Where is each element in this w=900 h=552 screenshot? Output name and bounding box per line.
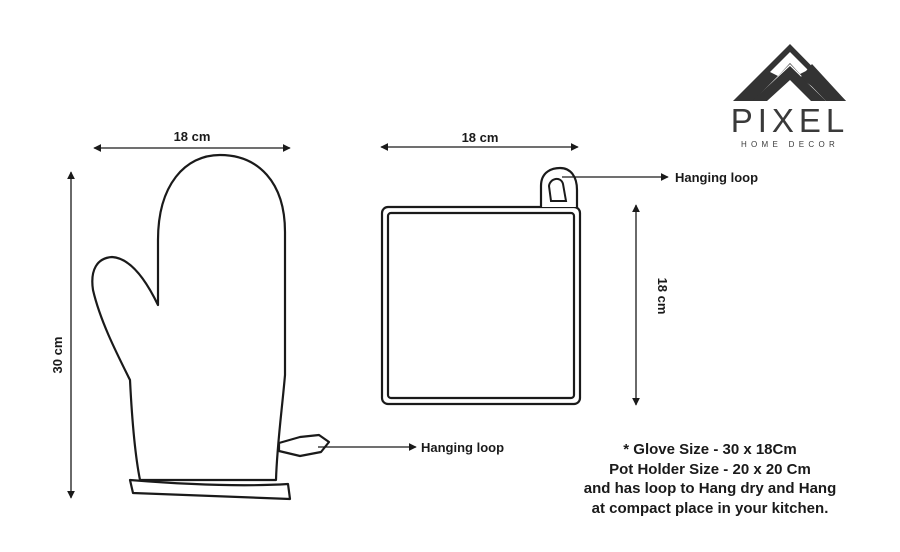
glove-hanging-loop bbox=[277, 433, 331, 458]
glove-outline bbox=[91, 153, 287, 482]
glove-width-label: 18 cm bbox=[174, 129, 211, 144]
brand-tagline: HOME DECOR bbox=[740, 140, 840, 149]
holder-height-label: 18 cm bbox=[655, 278, 670, 315]
brand-name: PIXEL bbox=[730, 102, 850, 139]
glove-loop-label: Hanging loop bbox=[421, 440, 504, 455]
pot-holder-outer bbox=[380, 205, 582, 406]
mountain-logo-icon bbox=[733, 44, 846, 101]
note-line-3: and has loop to Hang dry and Hang bbox=[583, 480, 837, 497]
glove-height-label: 30 cm bbox=[50, 337, 65, 374]
size-note: * Glove Size - 30 x 18Cm Pot Holder Size… bbox=[560, 440, 860, 518]
note-line-4: at compact place in your kitchen. bbox=[591, 499, 829, 517]
note-line-2: Pot Holder Size - 20 x 20 Cm bbox=[609, 460, 811, 478]
pot-holder bbox=[380, 166, 582, 406]
holder-width-label: 18 cm bbox=[462, 130, 499, 145]
glove-cuff bbox=[128, 478, 292, 501]
holder-loop-label: Hanging loop bbox=[675, 170, 758, 185]
pot-holder-inner bbox=[386, 211, 576, 400]
brand-logo: PIXEL HOME DECOR bbox=[720, 102, 860, 150]
oven-glove bbox=[91, 153, 331, 501]
note-line-1: * Glove Size - 30 x 18Cm bbox=[623, 441, 797, 458]
